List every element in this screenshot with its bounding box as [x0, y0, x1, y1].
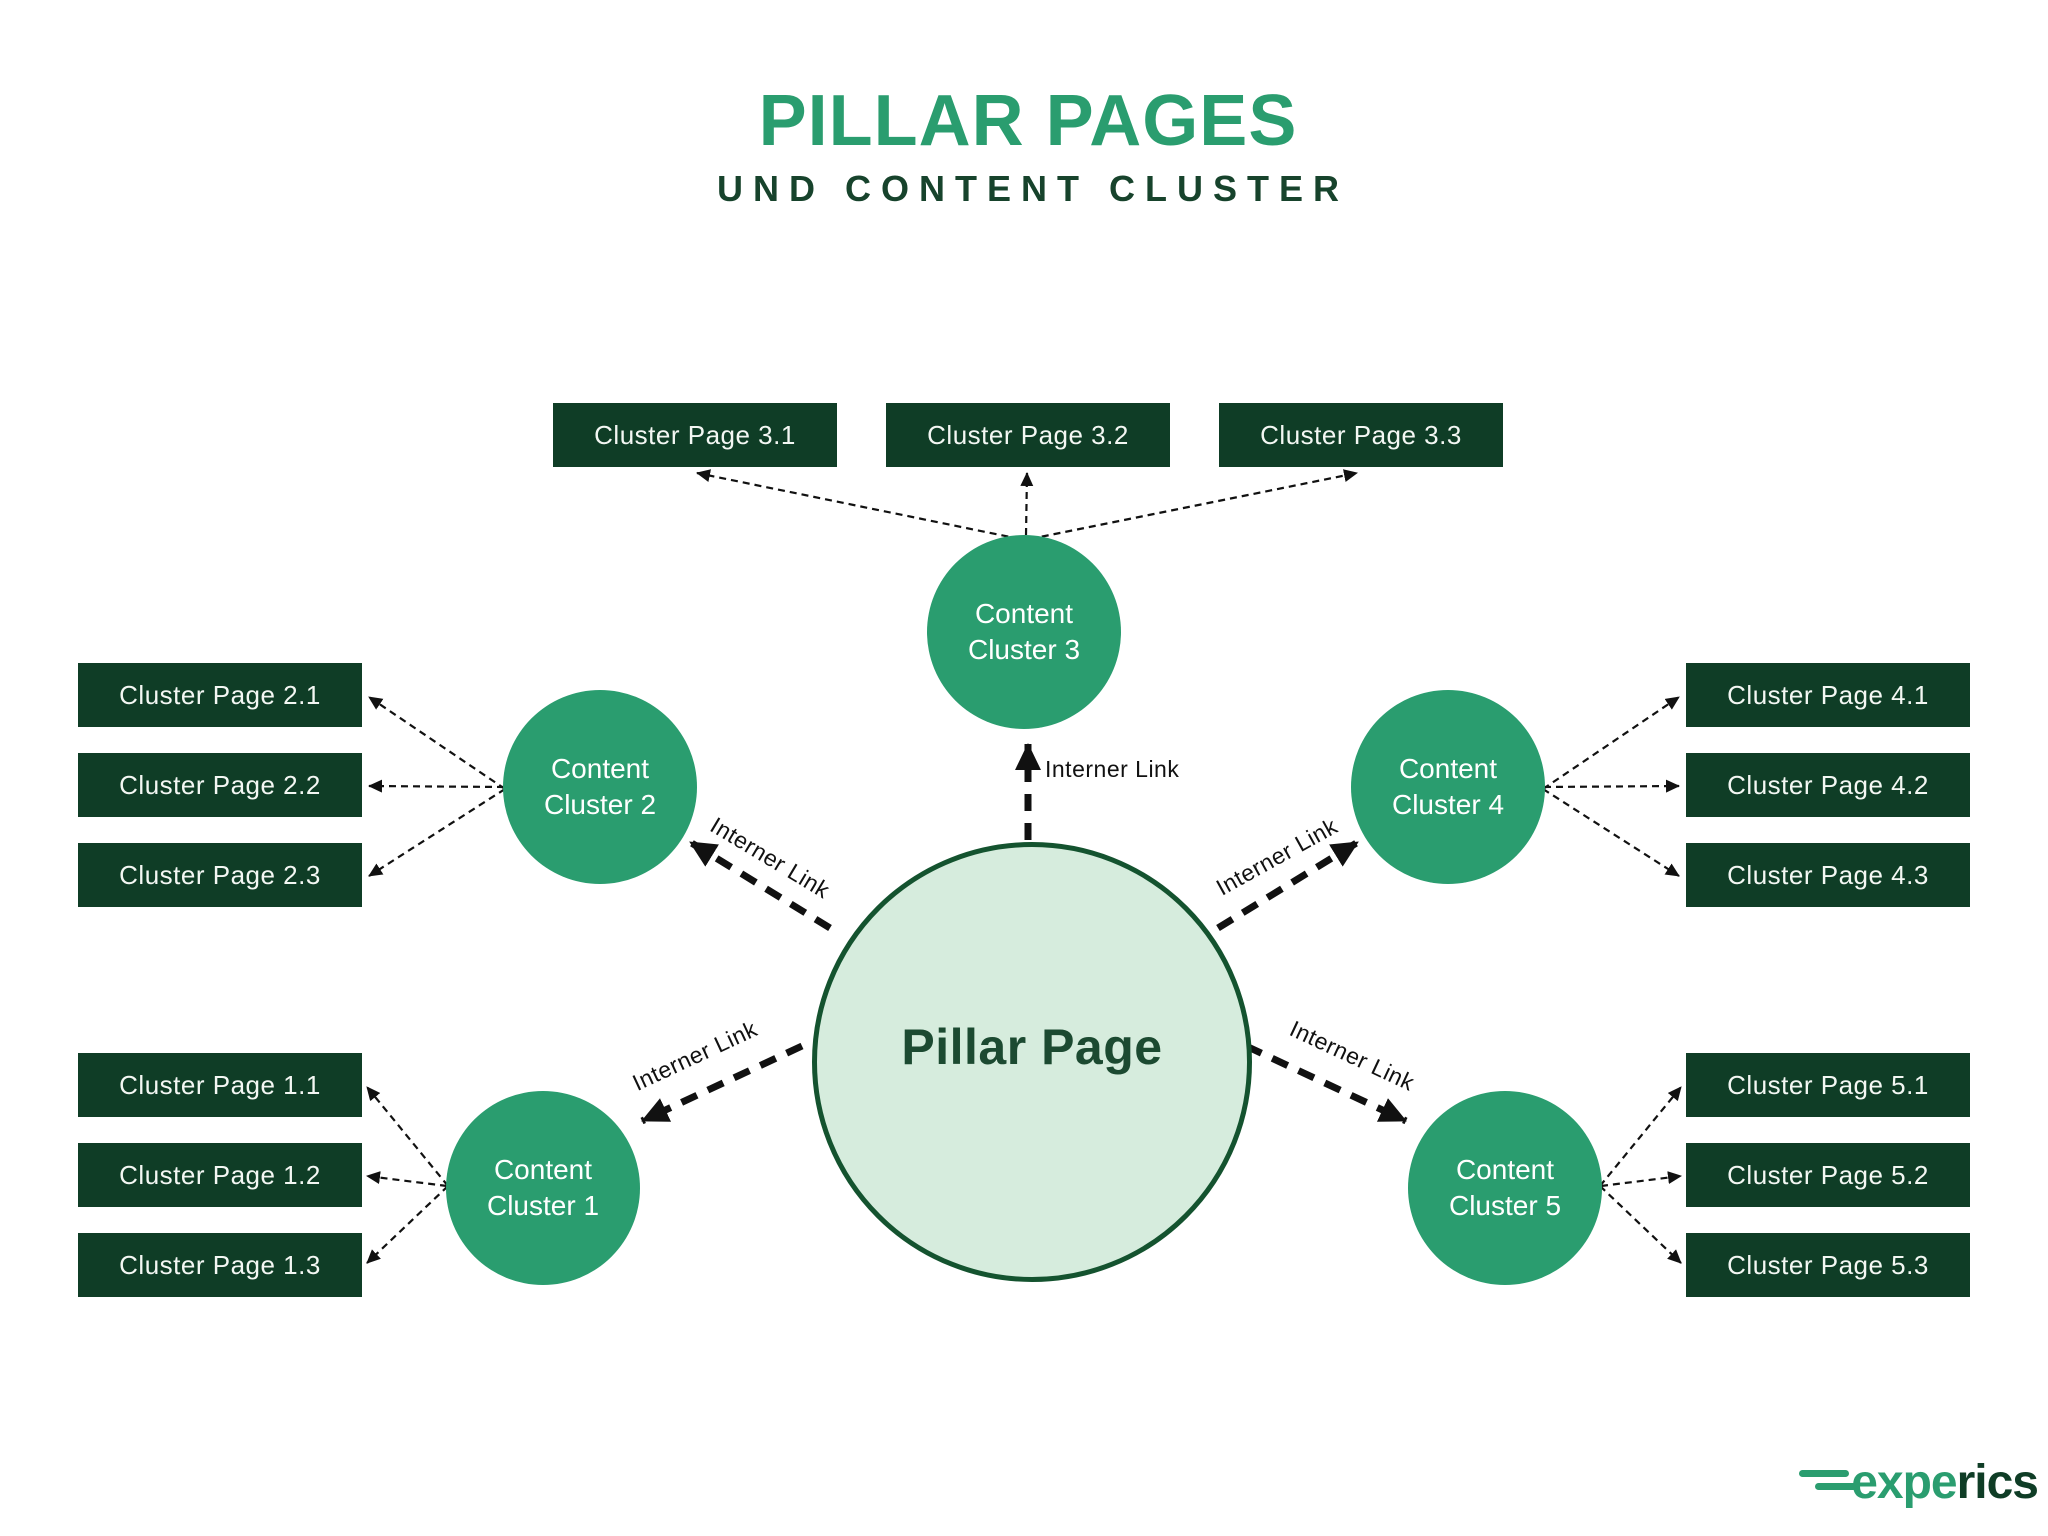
logo-text-dark: rics	[1956, 1455, 2039, 1509]
cluster-to-page-arrows	[366, 469, 1682, 1264]
pillar-to-cluster-arrows	[640, 743, 1408, 1125]
content-cluster-4-circle: Content Cluster 4	[1351, 690, 1545, 884]
pillar-page-circle: Pillar Page	[812, 842, 1252, 1282]
content-cluster-3-label: Content Cluster 3	[967, 597, 1081, 665]
pillar-page-label: Pillar Page	[901, 1019, 1163, 1075]
cluster-page-4-1: Cluster Page 4.1	[1686, 663, 1970, 727]
content-cluster-1-circle: Content Cluster 1	[446, 1091, 640, 1285]
interner-link-label-3: Interner Link	[1045, 756, 1180, 782]
cluster-page-1-2: Cluster Page 1.2	[78, 1143, 362, 1207]
content-cluster-4-label: Content Cluster 4	[1391, 752, 1505, 820]
content-cluster-2-circle: Content Cluster 2	[503, 690, 697, 884]
content-cluster-3-circle: Content Cluster 3	[927, 535, 1121, 729]
cluster-page-4-3: Cluster Page 4.3	[1686, 843, 1970, 907]
content-cluster-1-label: Content Cluster 1	[486, 1153, 600, 1221]
page-subtitle: UND CONTENT CLUSTER	[717, 168, 1349, 209]
cluster-page-1-1: Cluster Page 1.1	[78, 1053, 362, 1117]
cluster-page-3-3: Cluster Page 3.3	[1219, 403, 1503, 467]
cluster-page-4-2: Cluster Page 4.2	[1686, 753, 1970, 817]
content-cluster-5-circle: Content Cluster 5	[1408, 1091, 1602, 1285]
cluster-page-5-1: Cluster Page 5.1	[1686, 1053, 1970, 1117]
cluster-page-1-3: Cluster Page 1.3	[78, 1233, 362, 1297]
content-cluster-5-label: Content Cluster 5	[1448, 1153, 1562, 1221]
cluster-page-2-2: Cluster Page 2.2	[78, 753, 362, 817]
content-cluster-2-label: Content Cluster 2	[543, 752, 657, 820]
logo-text-green: expe	[1851, 1455, 1957, 1509]
cluster-page-5-3: Cluster Page 5.3	[1686, 1233, 1970, 1297]
cluster-page-3-1: Cluster Page 3.1	[553, 403, 837, 467]
page-title: PILLAR PAGES	[758, 81, 1298, 161]
cluster-page-5-2: Cluster Page 5.2	[1686, 1143, 1970, 1207]
cluster-page-2-1: Cluster Page 2.1	[78, 663, 362, 727]
cluster-page-2-3: Cluster Page 2.3	[78, 843, 362, 907]
cluster-page-3-2: Cluster Page 3.2	[886, 403, 1170, 467]
experics-logo-icon	[1799, 1458, 1858, 1506]
